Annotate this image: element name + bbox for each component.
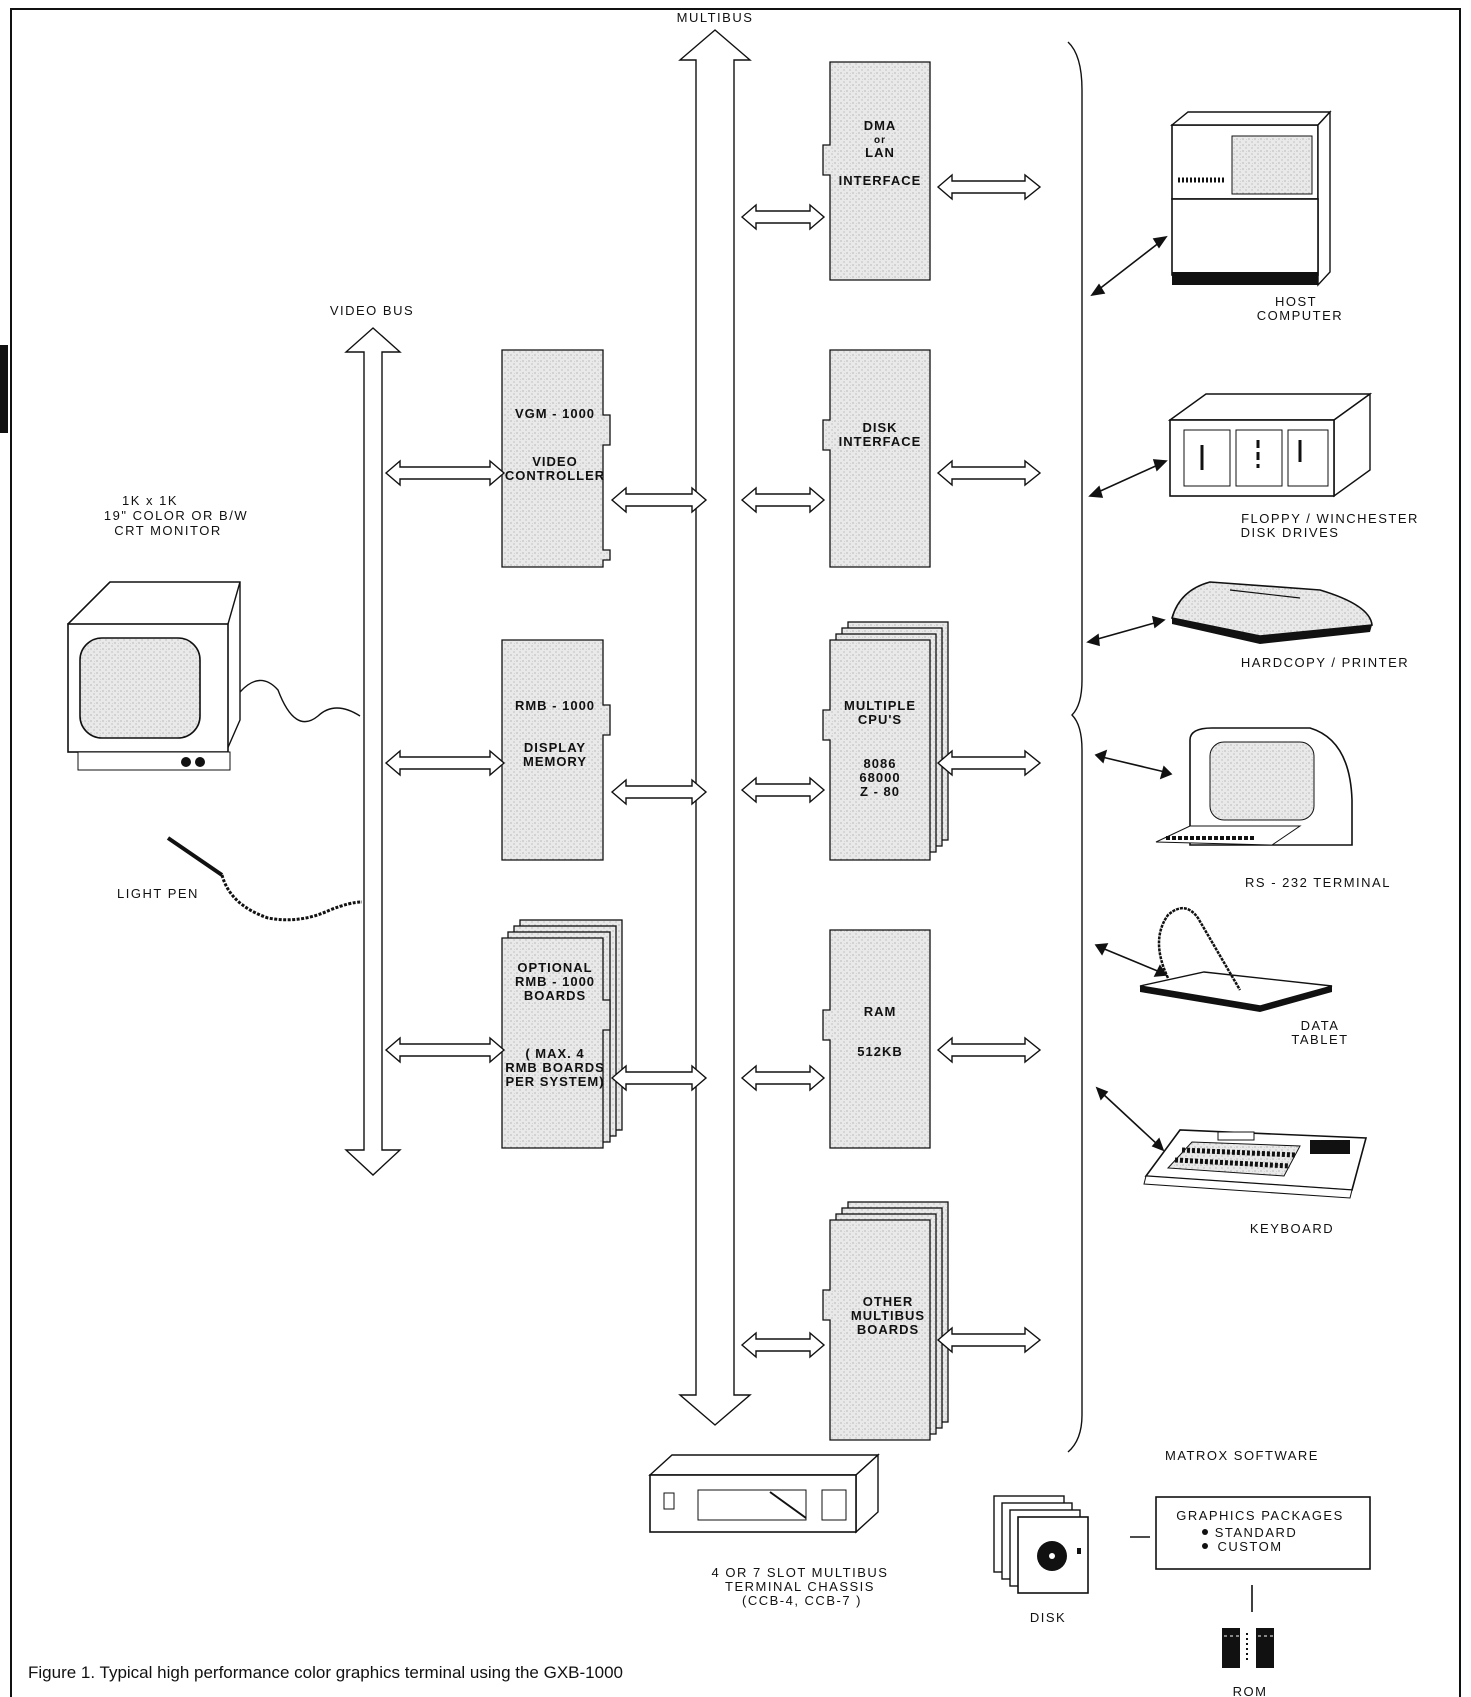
chassis-label: 4 OR 7 SLOT MULTIBUS — [712, 1565, 889, 1580]
monitor-label: 1K x 1K — [122, 493, 178, 508]
other-multibus-line: BOARDS — [857, 1322, 919, 1337]
multiple-cpus-line: 68000 — [859, 770, 900, 785]
rom-chip-icon — [1218, 1628, 1278, 1668]
other-multibus-boards: OTHER MULTIBUS BOARDS — [822, 1201, 949, 1441]
printer-icon — [1170, 581, 1373, 644]
multiple-cpus-board: MULTIPLE CPU'S 8086 68000 Z - 80 — [822, 621, 949, 861]
multiple-cpus-line: 8086 — [864, 756, 897, 771]
bullet-icon — [1202, 1543, 1208, 1549]
peripheral-brace — [1067, 41, 1083, 1453]
floppy-disk-icon — [993, 1495, 1089, 1594]
chassis-icon — [648, 1453, 880, 1534]
tablet-label: TABLET — [1291, 1032, 1348, 1047]
graphics-packages-title: GRAPHICS PACKAGES — [1176, 1508, 1344, 1523]
display-memory-line: DISPLAY — [524, 740, 586, 755]
optional-rmb-line: OPTIONAL — [517, 960, 592, 975]
bus-connector-arrows — [384, 173, 1042, 1359]
dma-lan-line: DMA — [864, 118, 897, 133]
crt-monitor-icon — [66, 581, 361, 771]
display-memory-line: RMB - 1000 — [515, 698, 595, 713]
host-label: COMPUTER — [1257, 308, 1343, 323]
other-multibus-line: MULTIBUS — [851, 1308, 925, 1323]
monitor-label: CRT MONITOR — [114, 523, 222, 538]
package-item: STANDARD — [1215, 1525, 1298, 1540]
package-item: CUSTOM — [1217, 1539, 1282, 1554]
host-label: HOST — [1275, 294, 1317, 309]
ram-board: RAM 512KB — [822, 929, 931, 1149]
disk-drives-icon — [1167, 392, 1373, 498]
dma-lan-board: DMA or LAN INTERFACE — [822, 61, 931, 281]
multiple-cpus-line: Z - 80 — [860, 784, 900, 799]
video-bus-label: VIDEO BUS — [330, 303, 414, 318]
disk-interface-line: DISK — [862, 420, 897, 435]
peripheral-link-arrows — [1086, 235, 1173, 1152]
printer-label: HARDCOPY / PRINTER — [1241, 655, 1409, 670]
display-memory-board: RMB - 1000 DISPLAY MEMORY — [501, 639, 611, 861]
dma-lan-line: LAN — [865, 145, 895, 160]
ram-line: 512KB — [857, 1044, 902, 1059]
disk-drives-label: FLOPPY / WINCHESTER — [1241, 511, 1419, 526]
disk-interface-board: DISK INTERFACE — [822, 349, 931, 568]
tablet-label: DATA — [1301, 1018, 1340, 1033]
optional-rmb-line: RMB BOARDS — [505, 1060, 605, 1075]
multibus-arrow — [678, 29, 752, 1426]
other-multibus-line: OTHER — [863, 1294, 914, 1309]
display-memory-line: MEMORY — [523, 754, 587, 769]
dma-lan-line: INTERFACE — [839, 173, 922, 188]
software-title: MATROX SOFTWARE — [1165, 1448, 1319, 1463]
chassis-label: (CCB-4, CCB-7 ) — [742, 1593, 862, 1608]
multiple-cpus-line: CPU'S — [858, 712, 902, 727]
ram-line: RAM — [864, 1004, 897, 1019]
disk-label: DISK — [1030, 1610, 1066, 1625]
optional-rmb-line: BOARDS — [524, 988, 586, 1003]
video-bus-arrow — [344, 327, 402, 1176]
chassis-label: TERMINAL CHASSIS — [725, 1579, 875, 1594]
rom-label: ROM — [1233, 1684, 1268, 1697]
video-controller-line: VIDEO — [532, 454, 577, 469]
keyboard-label: KEYBOARD — [1250, 1221, 1334, 1236]
optional-rmb-boards: OPTIONAL RMB - 1000 BOARDS ( MAX. 4 RMB … — [501, 919, 623, 1149]
figure-caption: Figure 1. Typical high performance color… — [28, 1663, 623, 1682]
video-controller-line: CONTROLLER — [505, 468, 605, 483]
figure-frame — [10, 8, 1461, 1697]
multiple-cpus-line: MULTIPLE — [844, 698, 916, 713]
light-pen-icon — [166, 836, 363, 922]
keyboard-icon — [1143, 1129, 1368, 1199]
terminal-label: RS - 232 TERMINAL — [1245, 875, 1391, 890]
host-computer-icon — [1170, 110, 1332, 287]
data-tablet-icon — [1139, 907, 1333, 1012]
video-controller-board: VGM - 1000 VIDEO CONTROLLER — [501, 349, 611, 568]
page-edge-mark — [0, 345, 8, 433]
graphics-packages-box — [1155, 1496, 1371, 1570]
dma-lan-line: or — [874, 135, 886, 146]
optional-rmb-line: ( MAX. 4 — [525, 1046, 584, 1061]
disk-interface-line: INTERFACE — [839, 434, 922, 449]
bullet-icon — [1202, 1529, 1208, 1535]
video-controller-line: VGM - 1000 — [515, 406, 595, 421]
multibus-label: MULTIBUS — [677, 10, 754, 25]
light-pen-label: LIGHT PEN — [117, 886, 199, 901]
optional-rmb-line: PER SYSTEM) — [505, 1074, 604, 1089]
monitor-label: 19" COLOR OR B/W — [104, 508, 248, 523]
optional-rmb-line: RMB - 1000 — [515, 974, 595, 989]
disk-drives-label: DISK DRIVES — [1241, 525, 1340, 540]
terminal-icon — [1155, 727, 1353, 846]
